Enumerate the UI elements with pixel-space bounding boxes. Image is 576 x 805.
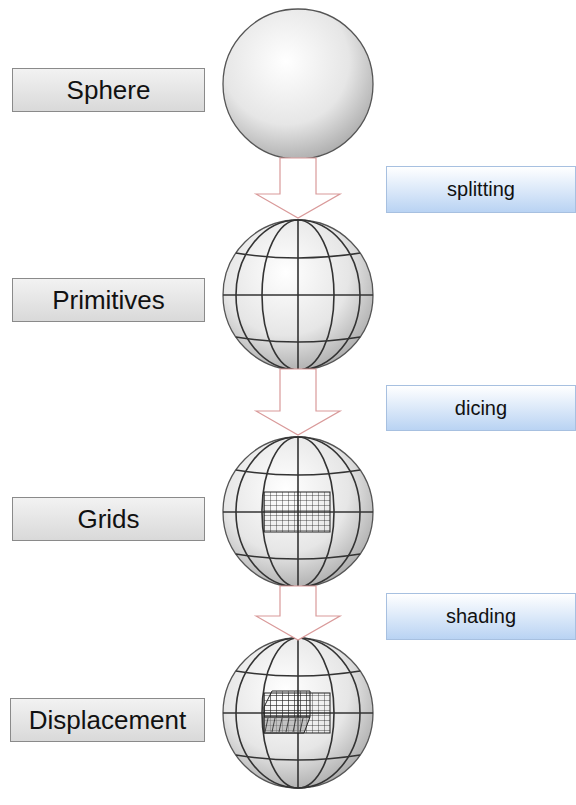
displaced-edge <box>293 718 296 732</box>
displaced-edge <box>279 718 282 732</box>
patch-line <box>236 755 360 760</box>
flow-arrow <box>256 586 340 640</box>
stage-label: splitting <box>447 178 515 201</box>
process-box: dicing <box>386 385 576 431</box>
sphere <box>223 638 373 788</box>
displaced-edge <box>265 718 268 732</box>
displaced-edge <box>300 718 303 732</box>
stage-label: dicing <box>455 397 507 420</box>
flow-arrow <box>256 369 340 435</box>
sphere <box>223 437 373 587</box>
stage-label: Sphere <box>67 75 151 106</box>
patch-line <box>236 337 360 342</box>
patch-line <box>236 554 360 559</box>
sphere <box>223 220 373 370</box>
stage-label: Grids <box>77 504 139 535</box>
micropolygon-grid <box>264 492 330 532</box>
patch-line <box>236 470 360 475</box>
patch-line <box>236 253 360 258</box>
stage-label: shading <box>446 605 516 628</box>
patch-line <box>236 671 360 676</box>
patch-line <box>223 294 373 296</box>
patch-line <box>262 638 334 788</box>
process-box: shading <box>386 593 576 640</box>
stage-label-box: Primitives <box>12 278 205 322</box>
stage-label-box: Displacement <box>10 698 205 742</box>
displaced-edge <box>272 718 275 732</box>
flow-arrow <box>256 158 340 218</box>
stage-label: Displacement <box>29 705 187 736</box>
patch-line <box>262 437 334 587</box>
stage-label-box: Grids <box>12 497 205 541</box>
sphere <box>223 9 373 159</box>
stage-label-box: Sphere <box>12 68 205 112</box>
displaced-grid <box>264 691 310 717</box>
stage-label: Primitives <box>52 285 165 316</box>
displaced-edge <box>286 718 289 732</box>
process-box: splitting <box>386 166 576 213</box>
displaced-side <box>264 717 310 733</box>
